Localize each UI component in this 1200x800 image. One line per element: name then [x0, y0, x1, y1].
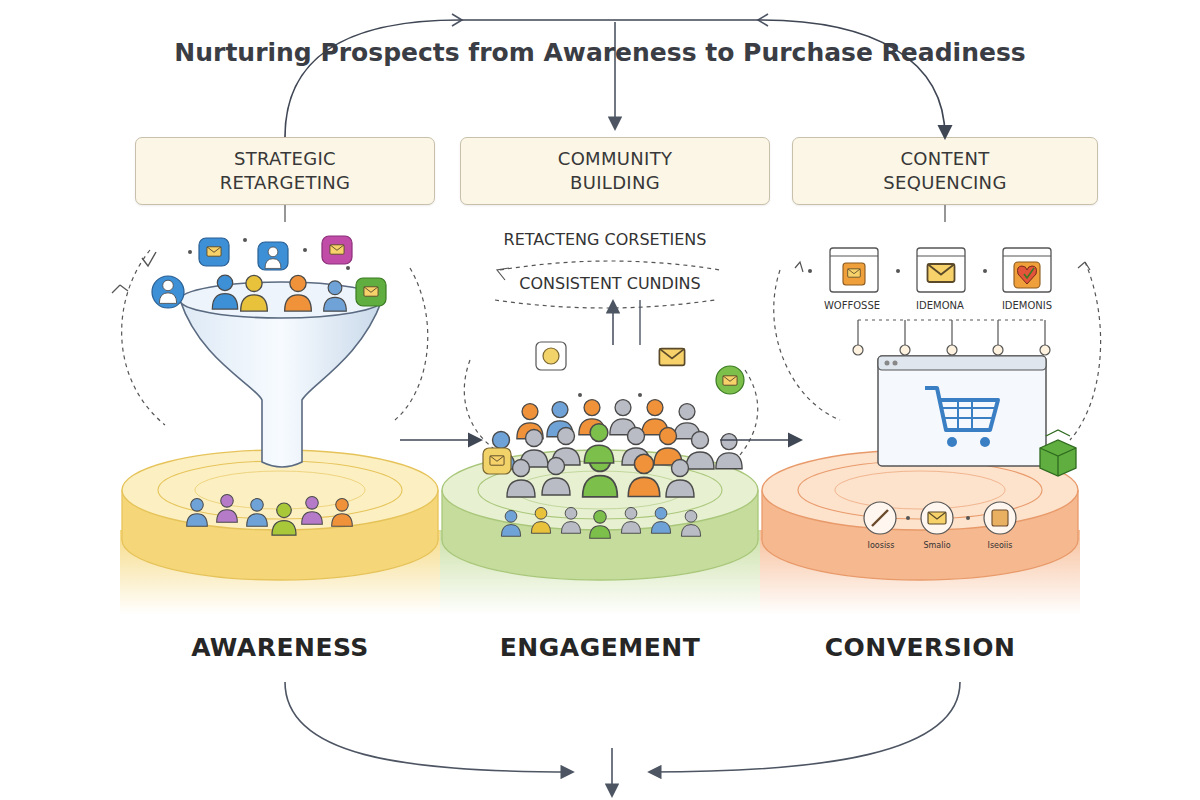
note-label: CONSISTENT CUNDINS [460, 274, 760, 293]
diagram-title: Nurturing Prospects from Awareness to Pu… [0, 38, 1200, 67]
icon-tile [356, 278, 386, 306]
funnel-rim [180, 282, 382, 318]
note-label: IDEMONIS [982, 300, 1072, 311]
stub-line [944, 205, 945, 222]
tick-mark [497, 268, 509, 280]
tick-mark [795, 262, 803, 272]
person-icon [159, 280, 176, 303]
platform-shape [435, 380, 765, 620]
stub-line [284, 205, 285, 222]
person-icon [247, 499, 268, 527]
loop-arrow [285, 682, 572, 772]
process-box: CONTENT SEQUENCING [792, 137, 1098, 205]
person-icon [265, 247, 281, 268]
person-icon [302, 497, 323, 525]
note-label: IDEMONA [895, 300, 985, 311]
person-icon [285, 275, 312, 311]
tick-mark [112, 285, 128, 293]
dashed-curve [122, 250, 165, 425]
person-icon [324, 281, 347, 311]
dashed-arc [495, 300, 715, 308]
up-arrow [612, 302, 614, 345]
dashed-curve [1070, 262, 1101, 440]
person-icon [272, 503, 296, 535]
arrow-chevron [758, 14, 768, 26]
stage-label: AWARENESS [120, 633, 440, 662]
envelope-icon [207, 247, 221, 256]
tick-mark [1078, 262, 1090, 270]
note-label: RETACTENG CORSETIENS [455, 230, 755, 249]
process-box: STRATEGIC RETARGETING [135, 137, 435, 205]
funnel [180, 300, 382, 467]
down-arrow [614, 22, 616, 128]
box-label: COMMUNITY BUILDING [530, 147, 700, 195]
platform-ring [835, 471, 1005, 509]
icon-tile [199, 238, 229, 266]
loop-arrow [650, 682, 960, 772]
process-box: COMMUNITY BUILDING [460, 137, 770, 205]
arrow-chevron [452, 14, 462, 26]
stage-label: CONVERSION [760, 633, 1080, 662]
person-icon [217, 495, 238, 523]
icon-tile [322, 236, 352, 264]
envelope-icon [364, 287, 378, 296]
connector-line [639, 300, 640, 345]
icon-circle [152, 276, 184, 308]
flow-connector [720, 439, 800, 441]
box-label: STRATEGIC RETARGETING [200, 147, 370, 195]
person-icon [187, 499, 208, 527]
dashed-arc [500, 261, 720, 270]
down-arrow [611, 748, 613, 795]
person-icon [241, 275, 268, 311]
dashed-curve [774, 270, 840, 420]
icon-tile [258, 242, 288, 270]
stage-label: ENGAGEMENT [440, 633, 760, 662]
flow-connector [400, 439, 480, 441]
dashed-curve [395, 268, 428, 420]
flow-connector [285, 20, 945, 137]
box-label: CONTENT SEQUENCING [860, 147, 1030, 195]
person-icon [332, 499, 353, 527]
note-label: WOFFOSSE [807, 300, 897, 311]
person-icon [212, 275, 237, 309]
envelope-icon [330, 245, 344, 254]
